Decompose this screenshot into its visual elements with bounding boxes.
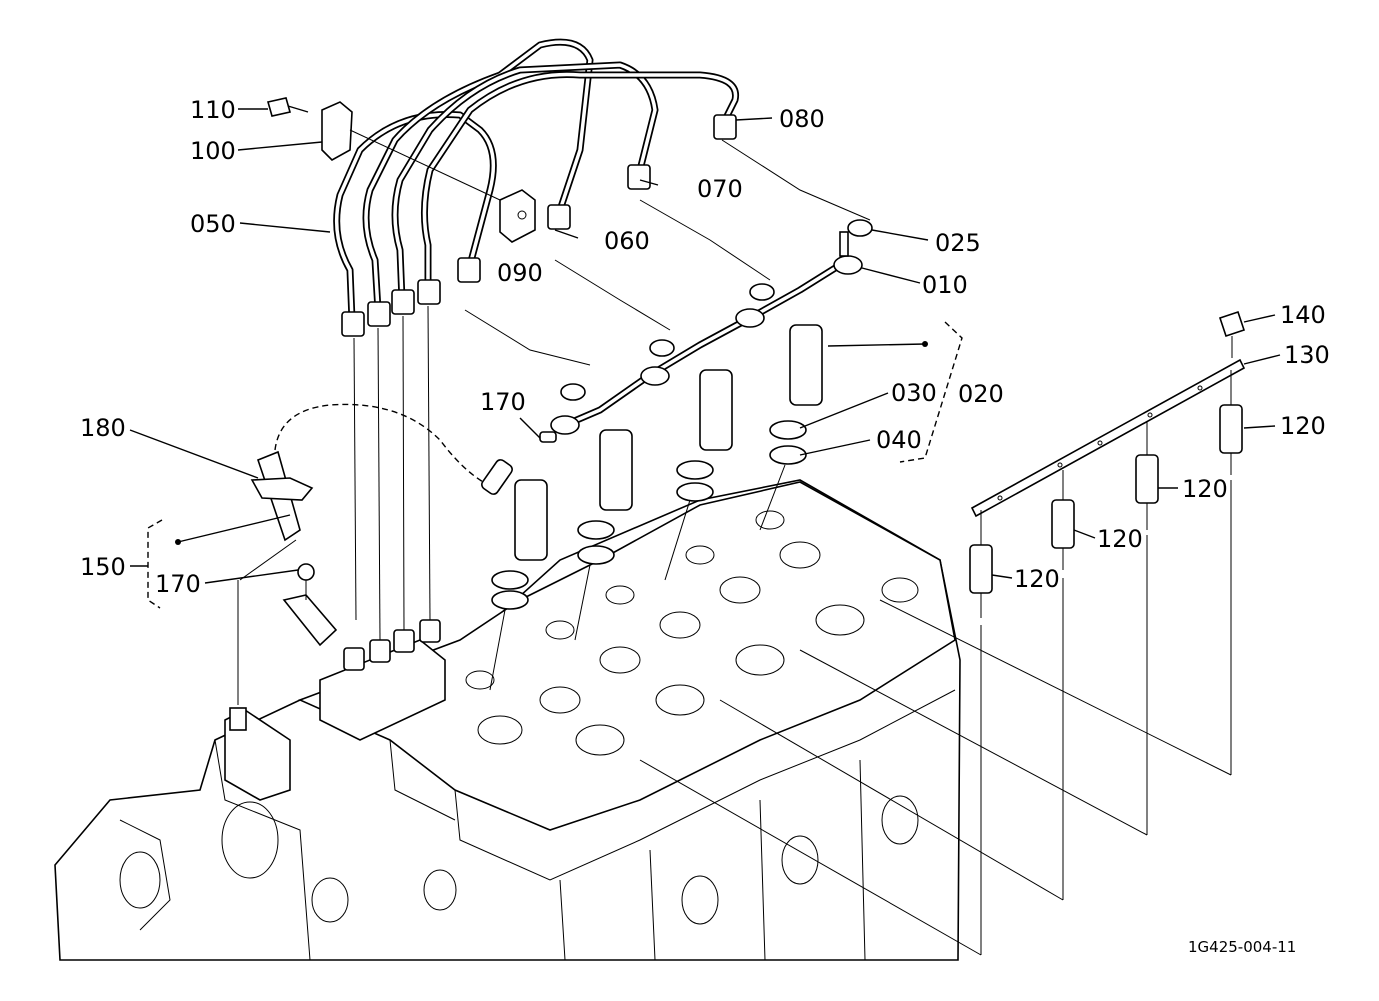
overflow-pipe <box>539 219 873 443</box>
injection-pipes <box>333 38 740 671</box>
label-140: 140 <box>1280 301 1326 329</box>
label-120-d: 120 <box>1014 565 1060 593</box>
label-170-lower: 170 <box>155 570 201 598</box>
label-130: 130 <box>1284 341 1330 369</box>
label-090: 090 <box>497 259 543 287</box>
engine-block <box>54 479 961 961</box>
label-010: 010 <box>922 271 968 299</box>
label-030: 030 <box>891 379 937 407</box>
label-100: 100 <box>190 137 236 165</box>
part-labels: 110 100 050 090 060 070 080 025 010 030 … <box>80 96 1330 956</box>
label-025: 025 <box>935 229 981 257</box>
glow-plugs <box>639 370 1243 956</box>
label-040: 040 <box>876 426 922 454</box>
label-120-a: 120 <box>1280 412 1326 440</box>
label-070: 070 <box>697 175 743 203</box>
label-060: 060 <box>604 227 650 255</box>
drawing-number: 1G425-004-11 <box>1188 938 1296 956</box>
label-110: 110 <box>190 96 236 124</box>
return-hose <box>237 403 513 705</box>
label-120-b: 120 <box>1182 475 1228 503</box>
pipe-clamps <box>266 97 536 243</box>
label-080: 080 <box>779 105 825 133</box>
label-120-c: 120 <box>1097 525 1143 553</box>
label-170-upper: 170 <box>480 388 526 416</box>
leader-lines <box>129 108 1281 584</box>
label-180: 180 <box>80 414 126 442</box>
glow-plug-lead <box>970 310 1246 518</box>
label-050: 050 <box>190 210 236 238</box>
label-020: 020 <box>958 380 1004 408</box>
label-150: 150 <box>80 553 126 581</box>
injection-nozzles <box>464 139 871 691</box>
